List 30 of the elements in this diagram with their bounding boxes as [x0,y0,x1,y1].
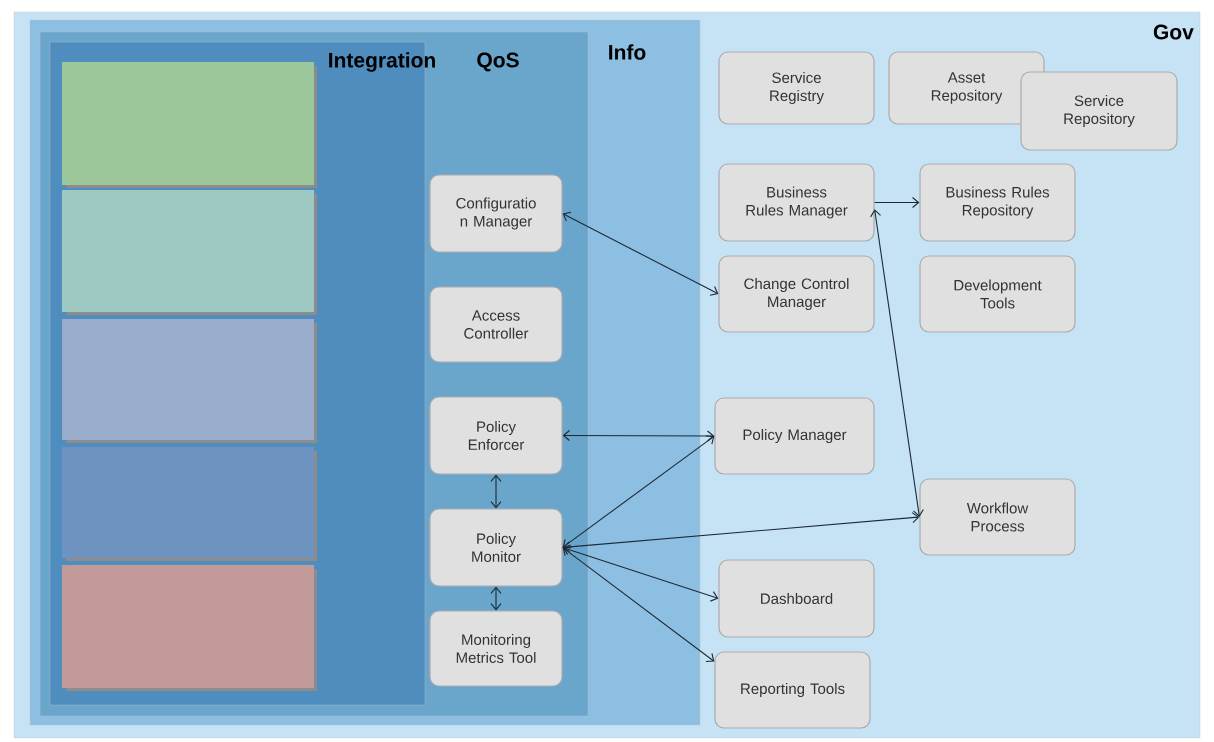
process-box: Dashboard [718,559,875,638]
process-box: Change Control Manager [718,255,875,333]
arrow [562,211,719,296]
colored-block [62,62,317,188]
arrow [870,209,924,517]
process-box: Business Rules Manager [718,163,875,242]
colored-block [62,190,317,315]
process-box: Development Tools [919,255,1076,333]
arrow [562,429,715,442]
process-box: Business Rules Repository [919,163,1076,242]
colored-block [62,319,317,443]
process-box: Service Repository [1020,71,1178,151]
arrow [562,544,719,602]
arrow [562,512,920,553]
arrow [874,196,920,209]
process-box: Access Controller [429,286,563,363]
arrow [562,547,715,662]
arrow [490,474,502,509]
process-box: Workflow Process [919,478,1076,556]
arrow [562,435,715,549]
process-box: Policy Manager [714,397,875,475]
process-box: Monitoring Metrics Tool [429,610,563,687]
colored-block [62,565,317,691]
process-box: Service Registry [718,51,875,125]
process-box: Configuratio n Manager [429,174,563,253]
process-box: Reporting Tools [714,651,871,729]
colored-block [62,447,317,561]
arrow [490,586,502,611]
process-box: Policy Monitor [429,508,563,587]
process-box: Policy Enforcer [429,396,563,475]
